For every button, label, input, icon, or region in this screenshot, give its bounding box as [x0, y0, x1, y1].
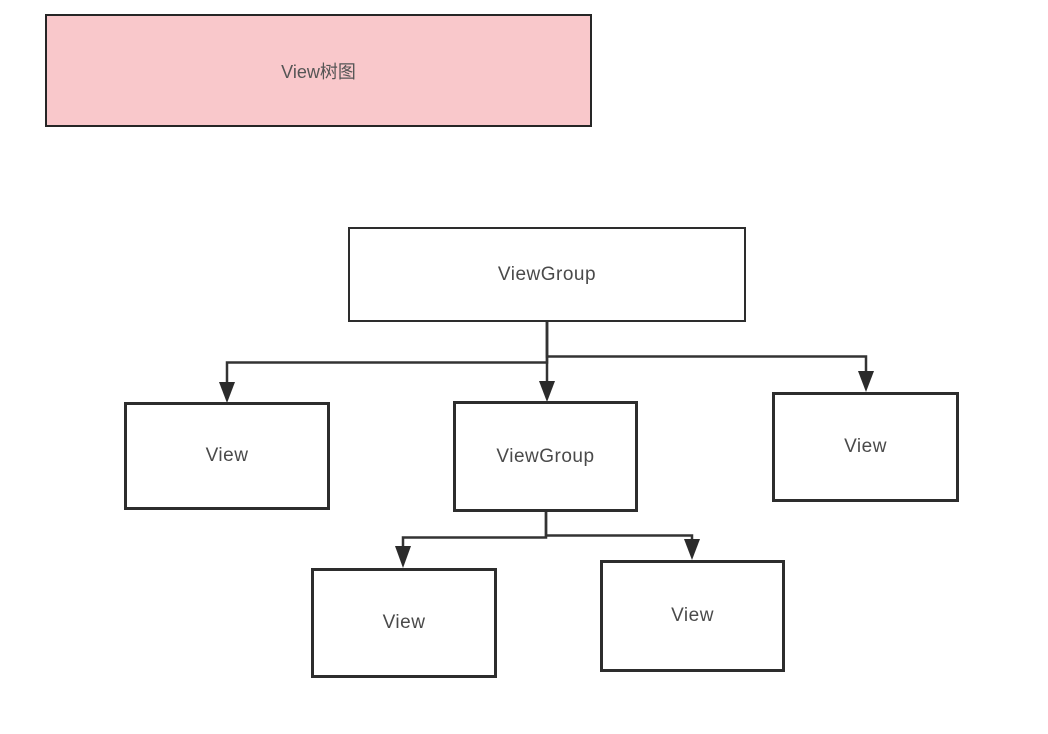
- title-box: View树图: [45, 14, 592, 127]
- node-label: View: [205, 445, 249, 466]
- edge-root-to-child-right: [545, 322, 868, 373]
- node-root-viewgroup: ViewGroup: [348, 227, 746, 322]
- arrow-down-icon: [395, 546, 411, 568]
- node-child-right-view: View: [772, 392, 959, 502]
- edge-center-to-grandchild-left: [401, 512, 548, 548]
- arrow-down-icon: [539, 381, 555, 402]
- node-label: View: [671, 605, 714, 626]
- edge-center-to-grandchild-right: [544, 512, 694, 541]
- edge-root-to-child-left: [225, 322, 549, 384]
- node-grandchild-right-view: View: [600, 560, 785, 672]
- node-child-left-view: View: [124, 402, 330, 510]
- node-label: View: [382, 612, 426, 633]
- arrow-down-icon: [858, 371, 874, 392]
- arrow-down-icon: [219, 382, 235, 403]
- node-child-center-viewgroup: ViewGroup: [453, 401, 638, 512]
- arrow-down-icon: [684, 539, 700, 560]
- node-label: ViewGroup: [497, 263, 597, 285]
- node-grandchild-left-view: View: [311, 568, 497, 678]
- node-label: View: [844, 436, 887, 457]
- title-label: View树图: [281, 61, 356, 82]
- node-label: ViewGroup: [496, 445, 595, 467]
